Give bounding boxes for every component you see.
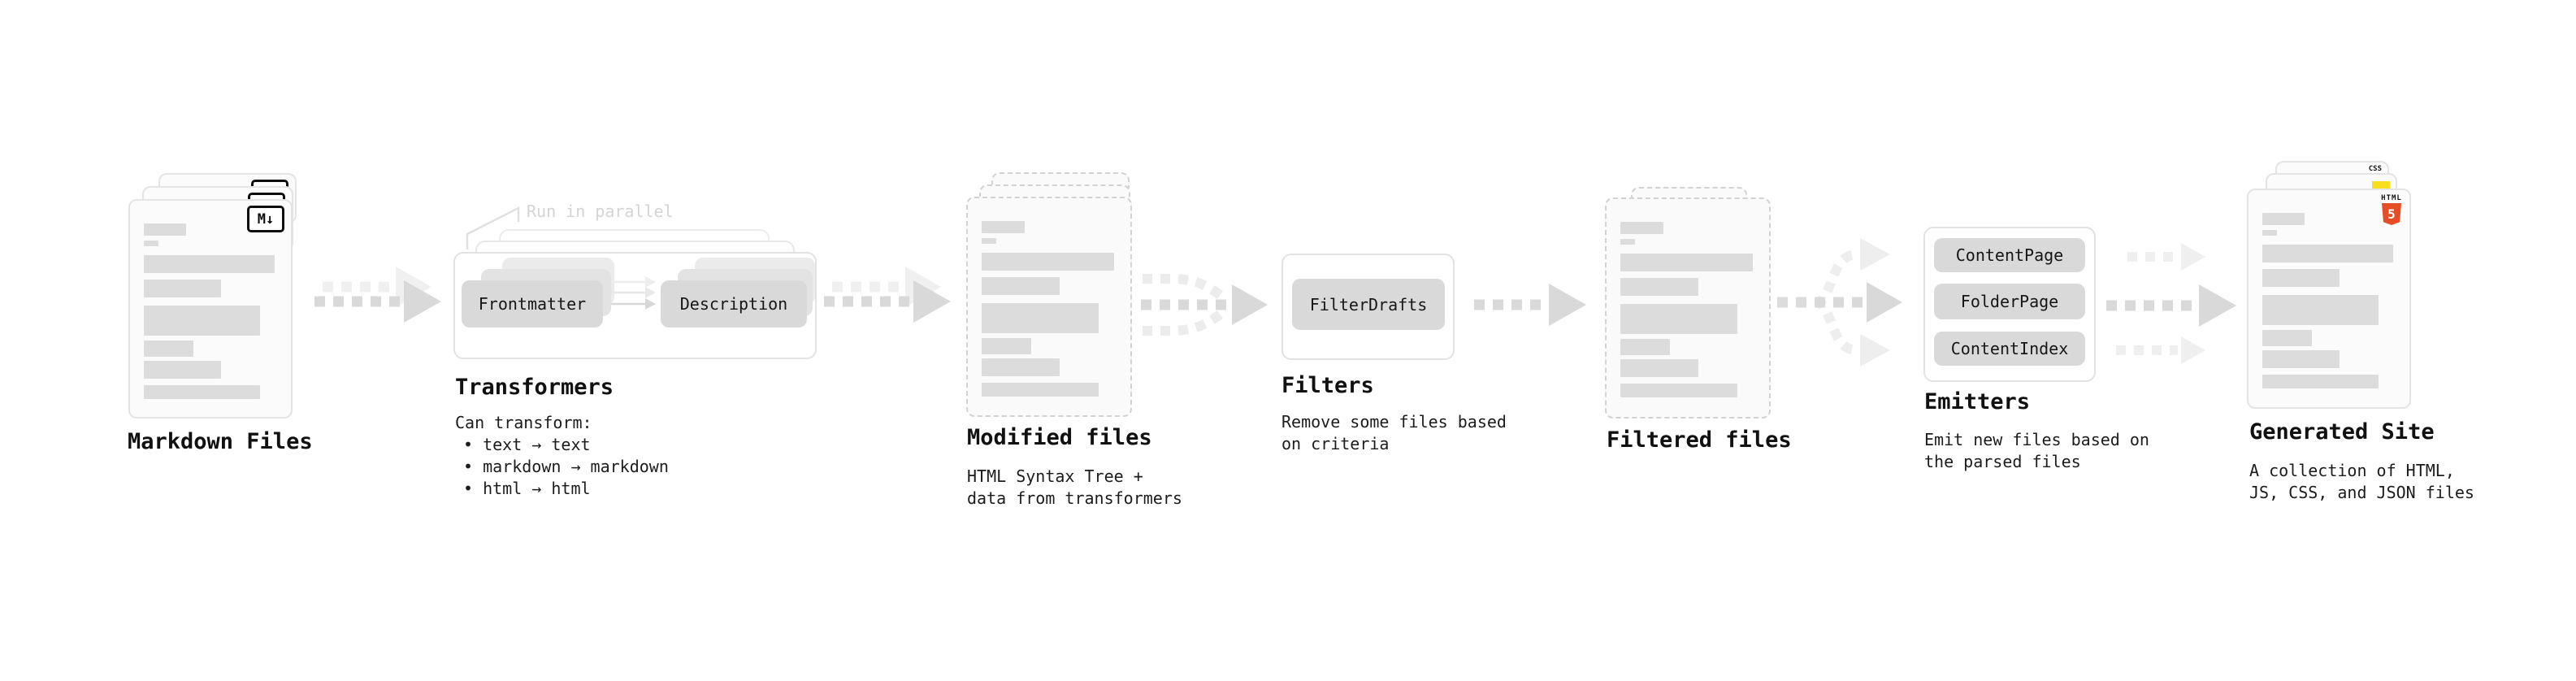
html5-icon: HTML 5 <box>2381 194 2402 225</box>
arrow-emitters-to-generated <box>2106 243 2236 364</box>
transform-flow-arrows <box>611 276 656 310</box>
emitter-pill-contentindex: ContentIndex <box>1934 332 2085 366</box>
arrow-filtered-to-emitters <box>1777 238 1902 367</box>
emitters-group: ContentPage FolderPage ContentIndex <box>1923 227 2098 385</box>
modified-file-card <box>966 197 1132 417</box>
run-in-parallel-annotation: Run in parallel <box>527 202 674 221</box>
modified-files-description: HTML Syntax Tree + data from transformer… <box>967 466 1182 508</box>
filters-title: Filters <box>1281 373 1374 398</box>
markdown-file-card: M↓ <box>128 199 293 419</box>
transformers-bullet-list: • text → text • markdown → markdown • ht… <box>463 435 669 498</box>
markdown-files-label: Markdown Files <box>128 429 313 454</box>
doc-content-bars <box>1620 222 1755 397</box>
arrow-filters-to-filtered <box>1474 284 1586 326</box>
transformers-subtitle: Can transform: <box>455 413 592 432</box>
transformer-pill-description: Description <box>661 280 807 327</box>
html-file-card: HTML 5 <box>2247 189 2411 409</box>
filtered-files-label: Filtered files <box>1607 427 1792 453</box>
markdown-icon: M↓ <box>247 206 284 232</box>
transformer-pill-frontmatter: Frontmatter <box>462 280 603 327</box>
generated-site-stack: CSS HTML 5 <box>2247 161 2422 413</box>
html5-shield: 5 <box>2382 203 2401 225</box>
transformers-title: Transformers <box>455 375 614 400</box>
emitter-pill-folderpage: FolderPage <box>1934 284 2085 319</box>
filter-pill-filterdrafts: FilterDrafts <box>1292 279 1445 330</box>
run-in-parallel-callout-line <box>466 206 520 249</box>
arrow-markdown-to-transformers <box>314 267 441 323</box>
markdown-files-stack: M↓ M↓ M↓ <box>126 173 337 419</box>
modified-files-stack <box>966 172 1141 417</box>
emitter-pill-contentpage: ContentPage <box>1934 238 2085 272</box>
doc-content-bars <box>144 223 277 399</box>
emitters-description: Emit new files based on the parsed files <box>1924 430 2149 471</box>
js-badge <box>2372 181 2390 190</box>
generated-site-description: A collection of HTML, JS, CSS, and JSON … <box>2249 461 2474 502</box>
modified-files-label: Modified files <box>967 425 1152 450</box>
transformers-stack: Frontmatter Description <box>453 195 835 370</box>
filters-group: FilterDrafts <box>1281 254 1460 367</box>
doc-content-bars <box>982 221 1117 397</box>
arrow-transformers-to-modified <box>824 267 951 323</box>
filters-description: Remove some files based on criteria <box>1281 412 1507 453</box>
html5-word: HTML <box>2381 194 2402 202</box>
filtered-file-card <box>1605 197 1771 419</box>
emitters-title: Emitters <box>1924 389 2031 414</box>
generated-site-label: Generated Site <box>2249 419 2435 445</box>
arrow-modified-to-filters <box>1141 274 1268 336</box>
filtered-files-stack <box>1605 172 1780 420</box>
doc-content-bars <box>2262 213 2396 388</box>
